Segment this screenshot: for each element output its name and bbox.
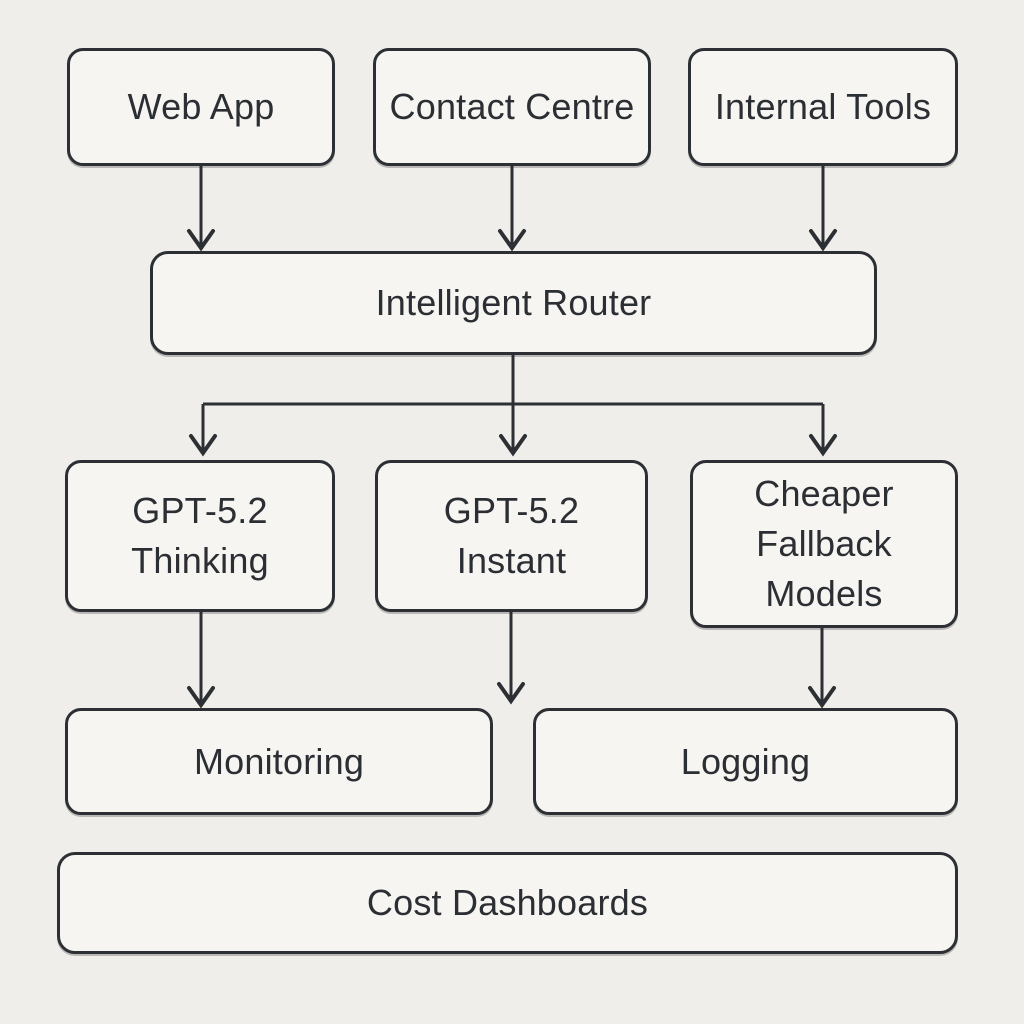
node-cost-dashboards: Cost Dashboards [57, 852, 958, 954]
node-gpt-instant-label: GPT-5.2 Instant [443, 490, 580, 581]
node-cheaper-fallback-models: Cheaper Fallback Models [690, 460, 958, 628]
node-contact-centre-label: Contact Centre [389, 86, 635, 128]
arrow-internal-tools-to-router [809, 166, 837, 252]
node-internal-tools-label: Internal Tools [714, 86, 932, 128]
node-cheaper-fallback-models-label: Cheaper Fallback Models [754, 473, 894, 614]
node-contact-centre: Contact Centre [373, 48, 651, 166]
node-internal-tools: Internal Tools [688, 48, 958, 166]
arrow-web-app-to-router [187, 166, 215, 252]
node-gpt-thinking-label: GPT-5.2 Thinking [131, 490, 269, 581]
node-web-app: Web App [67, 48, 335, 166]
node-monitoring-label: Monitoring [193, 740, 365, 782]
node-cost-dashboards-label: Cost Dashboards [366, 882, 649, 924]
node-intelligent-router-label: Intelligent Router [375, 282, 652, 324]
arrow-gpt-instant-down [497, 612, 525, 705]
node-gpt-instant: GPT-5.2 Instant [375, 460, 648, 612]
arrow-router-to-gpt-instant [499, 404, 527, 457]
node-monitoring: Monitoring [65, 708, 493, 815]
node-logging-label: Logging [680, 740, 811, 782]
router-branch-line [203, 355, 823, 406]
node-web-app-label: Web App [127, 86, 275, 128]
arrow-router-to-cheaper-fallback [809, 404, 837, 457]
arrow-contact-centre-to-router [498, 166, 526, 252]
node-logging: Logging [533, 708, 958, 815]
arrow-router-to-gpt-thinking [189, 404, 217, 457]
arrow-cheaper-fallback-to-logging [808, 628, 836, 709]
node-intelligent-router: Intelligent Router [150, 251, 877, 355]
arrow-gpt-thinking-to-monitoring [187, 612, 215, 709]
node-gpt-thinking: GPT-5.2 Thinking [65, 460, 335, 612]
